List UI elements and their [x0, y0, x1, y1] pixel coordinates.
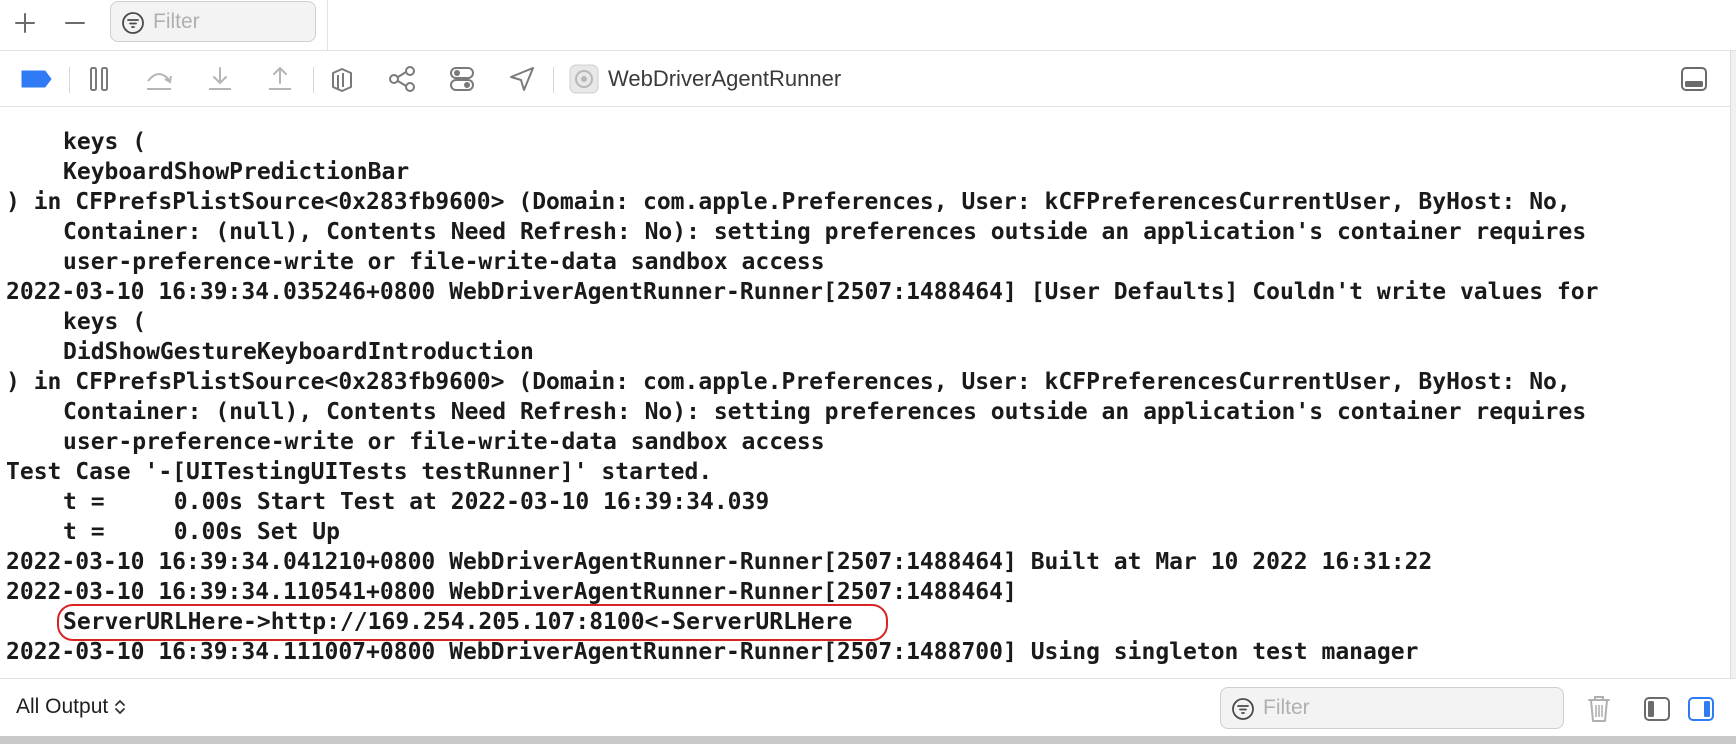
clear-console-button[interactable]	[1582, 693, 1616, 725]
console-line: DidShowGestureKeyboardIntroduction	[6, 337, 1730, 367]
console-line-text: 2022-03-10 16:39:34.110541+0800 WebDrive…	[6, 579, 1017, 605]
console-filter-field[interactable]	[1220, 687, 1564, 729]
view-hierarchy-button[interactable]	[324, 61, 360, 97]
console-output[interactable]: keys ( KeyboardShowPredictionBar ) in CFPr…	[0, 107, 1736, 677]
pause-button[interactable]	[81, 61, 117, 97]
left-panel-icon	[1644, 697, 1670, 721]
hide-debug-area-button[interactable]	[1676, 61, 1712, 97]
console-line: t = 0.00s Set Up	[6, 517, 1730, 547]
console-line-text: DidShowGestureKeyboardIntroduction	[63, 339, 534, 365]
step-over-button[interactable]	[141, 61, 177, 97]
right-panel-icon	[1688, 697, 1714, 721]
plus-icon	[15, 13, 35, 33]
console-line: user-preference-write or file-write-data…	[6, 247, 1730, 277]
console-line: 2022-03-10 16:39:34.111007+0800 WebDrive…	[6, 637, 1730, 667]
console-line-text: 2022-03-10 16:39:34.035246+0800 WebDrive…	[6, 279, 1599, 305]
console-line: keys (	[6, 307, 1730, 337]
console-line-text: user-preference-write or file-write-data…	[63, 249, 825, 275]
target-app-icon-wrap	[566, 61, 602, 97]
toolbar-separator	[313, 67, 314, 93]
simulate-location-button[interactable]	[504, 61, 540, 97]
environment-overrides-button[interactable]	[444, 61, 480, 97]
console-line-text: keys (	[63, 129, 147, 155]
up-down-chevron-icon	[115, 700, 126, 714]
console-log: keys ( KeyboardShowPredictionBar ) in CFPr…	[6, 107, 1730, 667]
step-out-button[interactable]	[262, 61, 298, 97]
console-line-text: ) in CFPrefsPlistSource<0x283fb9600> (Do…	[6, 369, 1571, 395]
console-line-text: keys (	[63, 309, 147, 335]
console-line-text: ) in CFPrefsPlistSource<0x283fb9600> (Do…	[6, 189, 1571, 215]
console-line-text: t = 0.00s Start Test at 2022-03-10 16:39…	[63, 489, 770, 515]
console-line-text: 2022-03-10 16:39:34.041210+0800 WebDrive…	[6, 549, 1433, 575]
view-hierarchy-icon	[332, 68, 352, 92]
breakpoints-toggle-button[interactable]	[18, 61, 54, 97]
filter-icon	[1232, 698, 1254, 720]
console-line-text: KeyboardShowPredictionBar	[63, 159, 410, 185]
console-line: ) in CFPrefsPlistSource<0x283fb9600> (Do…	[6, 367, 1730, 397]
console-bottom-bar: All Output	[0, 678, 1736, 737]
console-line: Test Case '-[UITestingUITests testRunner…	[6, 457, 1730, 487]
step-out-icon	[269, 66, 291, 90]
output-selector-label: All Output	[16, 695, 109, 718]
console-line-text: Container: (null), Contents Need Refresh…	[63, 399, 1587, 425]
console-line: 2022-03-10 16:39:34.110541+0800 WebDrive…	[6, 577, 1730, 607]
console-line: ) in CFPrefsPlistSource<0x283fb9600> (Do…	[6, 187, 1730, 217]
target-name: WebDriverAgentRunner	[608, 66, 842, 91]
console-line-server-url: ServerURLHere->http://169.254.205.107:81…	[6, 604, 1730, 641]
environment-overrides-icon	[450, 67, 474, 91]
toolbar-separator	[69, 67, 70, 93]
console-line-text: t = 0.00s Set Up	[63, 519, 340, 545]
variables-filter-bar	[0, 0, 1736, 51]
console-line: Container: (null), Contents Need Refresh…	[6, 217, 1730, 247]
panel-toggle-icon	[1681, 67, 1707, 91]
step-into-button[interactable]	[202, 61, 238, 97]
trash-icon	[1588, 696, 1610, 722]
memory-graph-button[interactable]	[384, 61, 420, 97]
location-arrow-icon	[510, 67, 534, 91]
console-line: 2022-03-10 16:39:34.041210+0800 WebDrive…	[6, 547, 1730, 577]
console-partial-line	[6, 107, 1730, 127]
console-line: 2022-03-10 16:39:34.035246+0800 WebDrive…	[6, 277, 1730, 307]
variables-filter-field[interactable]	[110, 1, 316, 42]
step-into-icon	[209, 67, 231, 90]
console-line: keys (	[6, 127, 1730, 157]
console-line-text: Container: (null), Contents Need Refresh…	[63, 219, 1587, 245]
add-button[interactable]	[8, 8, 42, 38]
console-line-text: 2022-03-10 16:39:34.111007+0800 WebDrive…	[6, 639, 1419, 665]
console-line: user-preference-write or file-write-data…	[6, 427, 1730, 457]
memory-graph-icon	[389, 66, 415, 92]
console-line-text: Test Case '-[UITestingUITests testRunner…	[6, 459, 713, 485]
window-bottom-edge	[0, 736, 1736, 744]
breakpoint-icon	[21, 70, 52, 88]
output-selector[interactable]: All Output	[16, 695, 126, 719]
console-line: t = 0.00s Start Test at 2022-03-10 16:39…	[6, 487, 1730, 517]
server-url-highlight: ServerURLHere->http://169.254.205.107:81…	[56, 604, 889, 641]
variables-filter-input[interactable]	[153, 6, 305, 37]
console-line: KeyboardShowPredictionBar	[6, 157, 1730, 187]
console-filter-input[interactable]	[1263, 692, 1553, 723]
console-line-text: user-preference-write or file-write-data…	[63, 429, 825, 455]
show-variables-view-button[interactable]	[1640, 693, 1674, 725]
app-target-icon	[569, 64, 599, 94]
show-console-view-button[interactable]	[1684, 693, 1718, 725]
pause-icon	[90, 67, 108, 91]
step-over-icon	[147, 73, 172, 90]
toolbar-separator	[553, 67, 554, 93]
minus-icon	[65, 22, 85, 24]
filter-icon	[122, 12, 144, 34]
remove-button[interactable]	[58, 8, 92, 38]
debug-toolbar: WebDriverAgentRunner	[0, 51, 1736, 107]
console-line: Container: (null), Contents Need Refresh…	[6, 397, 1730, 427]
window-right-edge	[1730, 51, 1736, 736]
variables-pane-header	[0, 0, 328, 50]
